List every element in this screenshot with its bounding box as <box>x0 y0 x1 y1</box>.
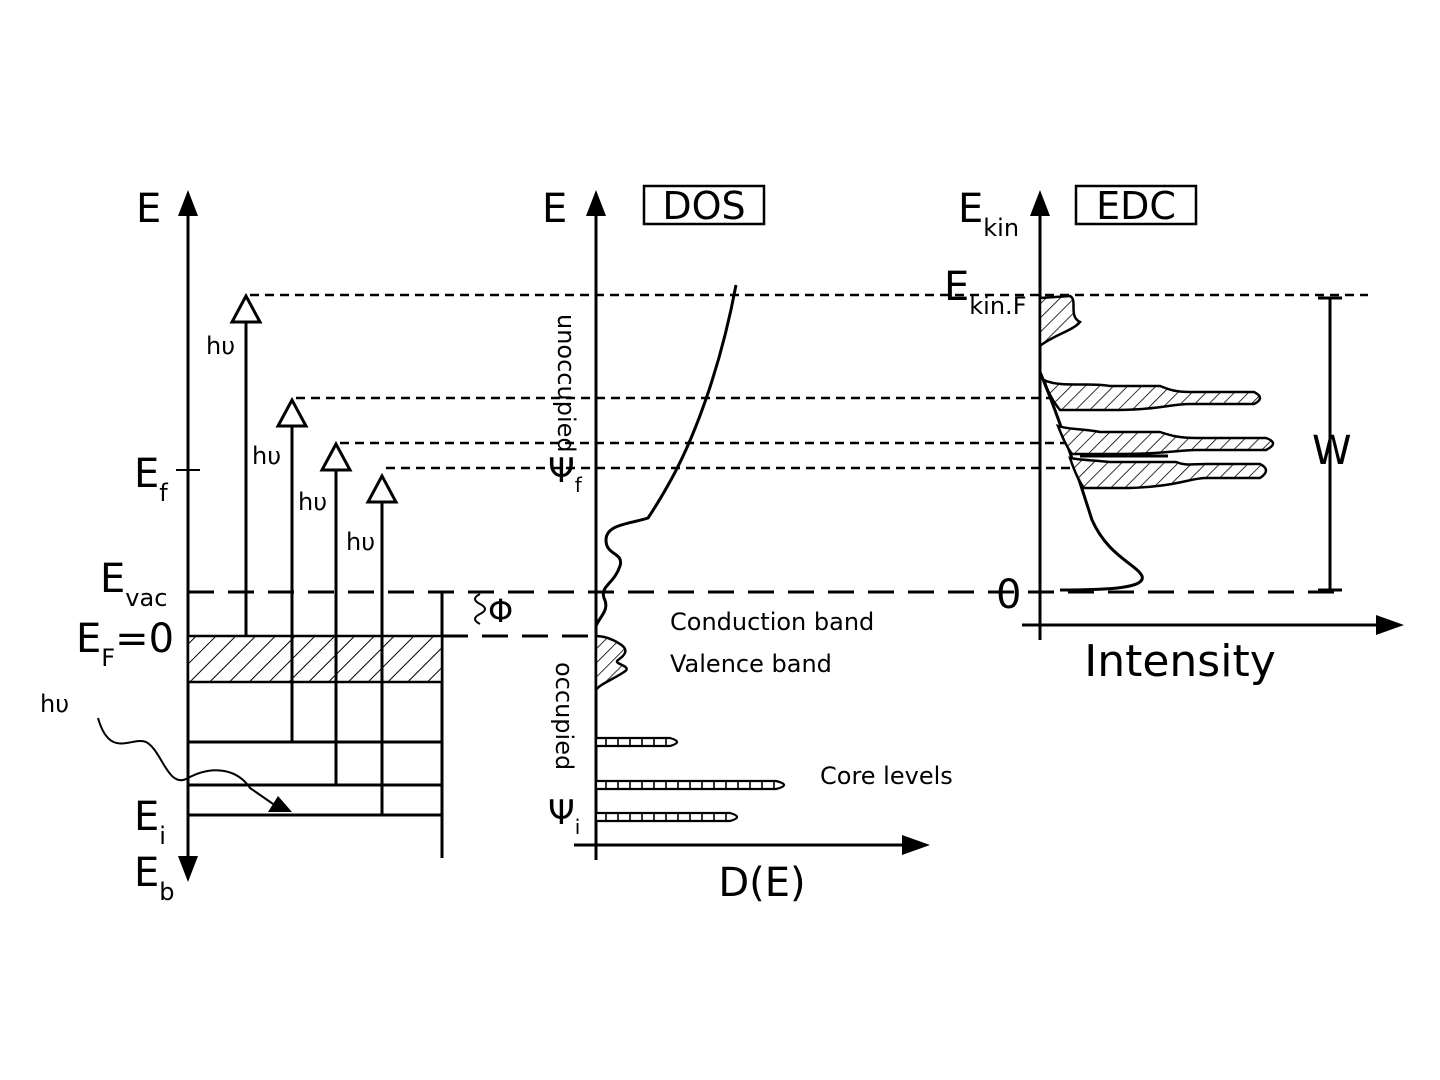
valence-band-hatched <box>186 634 444 684</box>
edc-peak-1 <box>1041 377 1262 412</box>
energy-axis-arrow-down-icon <box>178 856 198 882</box>
psi-i-label: Ψi <box>548 793 580 839</box>
edc-peak-3 <box>1068 456 1268 490</box>
incoming-photon-label: hυ <box>40 690 69 718</box>
edc-title: EDC <box>1096 184 1176 228</box>
photon-label-2: hυ <box>252 442 281 470</box>
excitation-arrowhead-3-icon <box>319 440 353 472</box>
core-levels-label: Core levels <box>820 762 953 790</box>
edc-panel: EDC Ekin Ekin.F 0 Intensity W <box>944 184 1404 687</box>
dos-valence-band-peak <box>594 634 628 695</box>
edc-y-axis-arrow-icon <box>1030 190 1050 216</box>
e-vac-label: Evac <box>100 556 167 612</box>
photon-label-3: hυ <box>298 488 327 516</box>
fermi-level-label: EF=0 <box>76 616 174 672</box>
dos-axis-y-label: E <box>542 186 567 232</box>
incoming-photon-wave <box>97 717 277 807</box>
dos-axis-x-label: D(E) <box>718 860 805 906</box>
dos-core-level-peak-3 <box>594 811 739 823</box>
dos-core-level-peak-2 <box>594 779 786 791</box>
work-window-label: W <box>1312 428 1352 474</box>
edc-axis-y-label: Ekin <box>958 186 1019 242</box>
left-axis-label: E <box>136 186 161 232</box>
edc-peak-2 <box>1055 423 1275 456</box>
incoming-photon-arrowhead-icon <box>268 796 292 812</box>
dos-curve <box>594 284 738 627</box>
edc-x-axis-arrow-icon <box>1376 615 1404 635</box>
psi-f-label: Ψf <box>548 451 583 497</box>
dos-title-box <box>642 184 766 226</box>
photon-label-1: hυ <box>206 332 235 360</box>
edc-axis-x-label: Intensity <box>1084 636 1276 687</box>
energy-level-panel: E Ef Evac EF=0 Ei Eb hυ hυ hυ hυ hυ Φ <box>40 186 1368 906</box>
dos-x-axis-arrow-icon <box>902 835 930 855</box>
e-i-label: Ei <box>134 794 166 850</box>
valence-band-label: Valence band <box>670 650 832 678</box>
work-function-label: Φ <box>488 592 513 630</box>
unoccupied-label: unoccupied <box>552 314 580 453</box>
work-function-brace <box>474 593 486 625</box>
e-b-label: Eb <box>134 850 175 906</box>
excitation-arrowhead-1-icon <box>229 292 263 324</box>
energy-axis-arrow-up-icon <box>178 190 198 216</box>
dos-title: DOS <box>662 184 745 228</box>
dos-core-level-peak-1 <box>594 736 679 748</box>
edc-zero-label: 0 <box>996 572 1021 618</box>
dos-y-axis-arrow-icon <box>586 190 606 216</box>
edc-title-box <box>1074 184 1198 226</box>
photon-label-4: hυ <box>346 528 375 556</box>
conduction-band-label: Conduction band <box>670 608 874 636</box>
occupied-label: occupied <box>550 662 578 770</box>
dos-panel: DOS E D(E) unoccupied occupied Ψf Ψi Con… <box>542 184 953 906</box>
ekin-f-label: Ekin.F <box>944 264 1027 320</box>
excitation-arrowhead-4-icon <box>365 472 399 504</box>
excitation-arrowhead-2-icon <box>275 396 309 428</box>
e-f-label: Ef <box>134 451 168 507</box>
edc-fermi-edge-peak <box>1038 294 1082 349</box>
